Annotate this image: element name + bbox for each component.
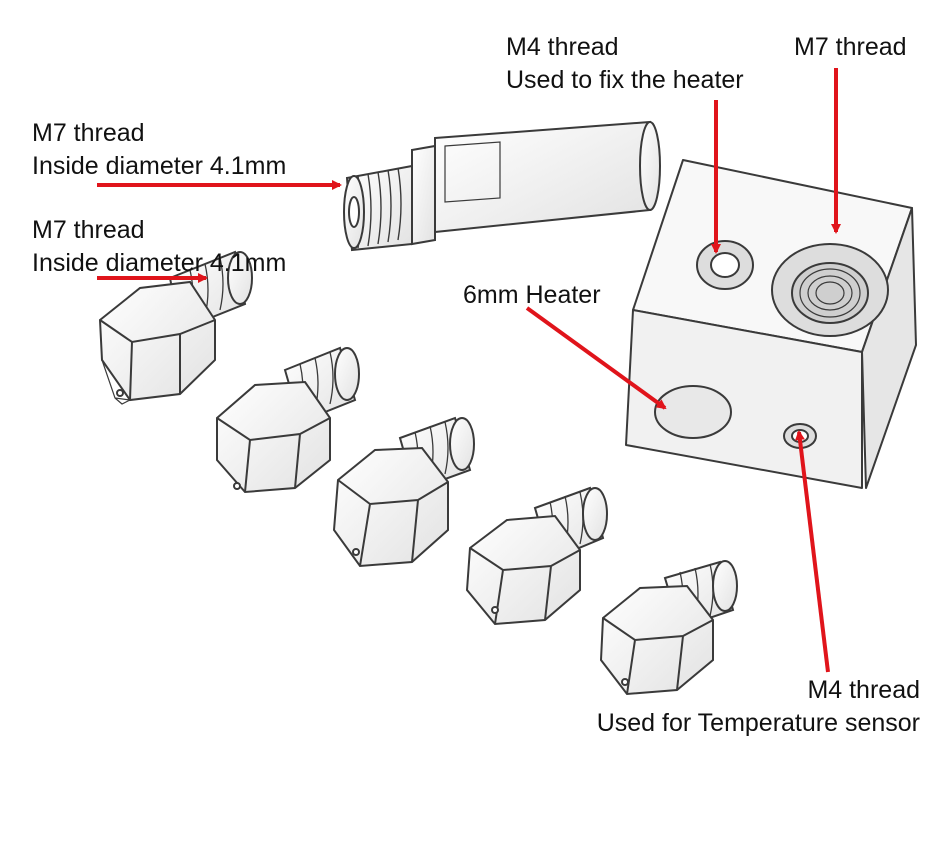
- label-nozzle-thread-line2: Inside diameter 4.1mm: [32, 249, 287, 277]
- nozzle-3: [332, 416, 475, 568]
- label-block-thread-line1: M7 thread: [794, 33, 907, 61]
- label-sensor-screw-line2: Used for Temperature sensor: [596, 709, 920, 737]
- label-heater-hole: 6mm Heater: [463, 279, 601, 312]
- arrow-heater-hole: [525, 306, 667, 410]
- nozzle-4: [465, 486, 608, 626]
- nozzle-5: [599, 560, 738, 696]
- nozzle-1: [98, 250, 253, 405]
- label-throat-thread-line1: M7 thread: [32, 119, 145, 147]
- heater-block: [625, 159, 917, 489]
- label-nozzle-thread-line1: M7 thread: [32, 216, 145, 244]
- label-throat-thread-line2: Inside diameter 4.1mm: [32, 152, 287, 180]
- label-block-thread: M7 thread: [794, 31, 907, 64]
- throat-part: [343, 120, 661, 252]
- arrow-sensor-screw: [794, 430, 830, 673]
- label-sensor-screw: M4 thread Used for Temperature sensor: [597, 674, 920, 740]
- label-heater-screw-line2: Used to fix the heater: [506, 66, 744, 94]
- label-throat-thread: M7 thread Inside diameter 4.1mm: [32, 117, 286, 183]
- label-heater-hole-line1: 6mm Heater: [463, 281, 601, 309]
- label-sensor-screw-line1: M4 thread: [807, 676, 920, 704]
- label-heater-screw: M4 thread Used to fix the heater: [506, 31, 744, 97]
- label-nozzle-thread: M7 thread Inside diameter 4.1mm: [32, 214, 286, 280]
- nozzle-2: [216, 346, 360, 494]
- label-heater-screw-line1: M4 thread: [506, 33, 619, 61]
